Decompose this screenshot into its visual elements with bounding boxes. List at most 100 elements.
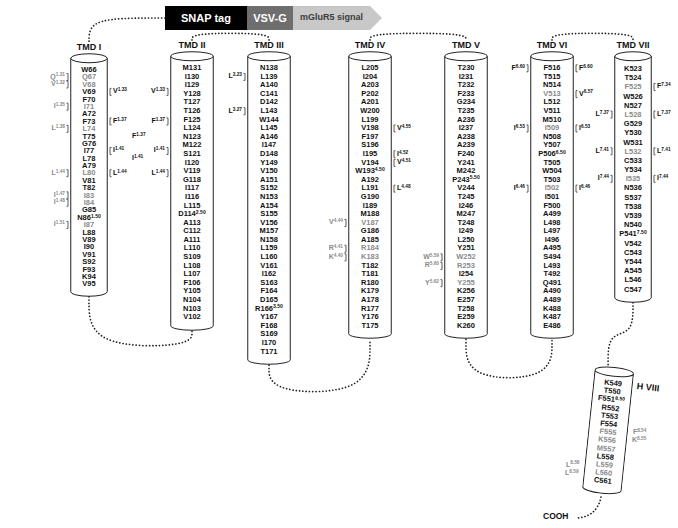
residue: N514	[530, 81, 574, 90]
text-run: Y149	[260, 158, 278, 167]
residue: L88	[70, 229, 108, 236]
text-run: P202	[361, 89, 379, 98]
text-run: F233	[457, 89, 474, 98]
text-base: L	[51, 124, 55, 131]
helix-title: TMD I	[70, 42, 108, 53]
residue: G234	[444, 98, 488, 107]
text-base: L	[397, 184, 401, 191]
text-run: D148	[260, 149, 278, 158]
residue: V161	[247, 262, 291, 271]
text-base: F	[511, 64, 515, 71]
text-run: V513	[543, 89, 561, 98]
bracket	[611, 111, 613, 118]
residue: F73	[70, 118, 108, 125]
residue: V119	[170, 167, 214, 176]
residue: W144	[247, 116, 291, 125]
text-run: I535	[626, 174, 641, 183]
residue: A238	[444, 133, 488, 142]
text-run: Y128	[183, 89, 201, 98]
bracket	[345, 219, 347, 226]
residue: F168	[247, 322, 291, 331]
residue: P202	[348, 90, 392, 99]
residue: W200	[348, 107, 392, 116]
terminus-label: COOH	[543, 511, 569, 521]
text-base: V	[51, 80, 56, 87]
residue: V102	[170, 313, 214, 322]
tag-label: VSV-G	[253, 12, 287, 24]
text-run: A203	[361, 80, 379, 89]
text-run: N540	[624, 220, 642, 229]
text-run: L107	[183, 269, 200, 278]
residue: A185	[348, 236, 392, 245]
text-run: A489	[543, 295, 561, 304]
residue: K260	[444, 322, 488, 331]
text-run: L124	[183, 123, 200, 132]
text-run: G190	[361, 192, 379, 201]
text-run: L250	[457, 235, 474, 244]
generic-number: V6.57	[579, 90, 593, 99]
residue: D142	[247, 98, 291, 107]
text-base: I	[579, 124, 581, 131]
residue: F70	[70, 96, 108, 103]
text-run: V156	[260, 218, 278, 227]
generic-number: L1.38	[51, 124, 65, 133]
residue: A545	[614, 266, 652, 275]
generic-number: I1.51	[54, 220, 65, 229]
text-base: R	[425, 261, 430, 268]
loop-connector	[608, 303, 633, 365]
superscript-number: 1.37	[136, 132, 145, 137]
residue: A140	[247, 81, 291, 90]
residue: I509	[530, 124, 574, 133]
text-run: W252	[456, 252, 476, 261]
superscript-number: 1.38	[56, 124, 65, 129]
text-run: M247	[457, 209, 476, 218]
residue: R184	[348, 244, 392, 253]
generic-number: L7.37	[657, 110, 671, 119]
text-run: S169	[260, 329, 278, 338]
text-run: T232	[457, 80, 474, 89]
generic-number: I1.35	[54, 102, 65, 111]
superscript-number: 1.44	[156, 169, 165, 174]
generic-number: L7.37	[595, 110, 609, 119]
text-run: F240	[457, 149, 474, 158]
text-base: I	[54, 102, 56, 109]
superscript-number: 3.27	[233, 107, 242, 112]
superscript-number: 1.41	[134, 154, 143, 159]
text-run: K523	[624, 64, 642, 73]
residue: T230	[444, 64, 488, 73]
text-base: I	[113, 146, 115, 153]
cylinder-fill	[171, 52, 214, 330]
residue: F197	[348, 133, 392, 142]
text-run: TMD VI	[537, 40, 568, 50]
bracket	[441, 280, 443, 287]
bracket	[394, 151, 396, 158]
residue: Y167	[247, 313, 291, 322]
text-base: L	[151, 169, 155, 176]
text-run: C533	[624, 156, 642, 165]
helix-title: TMD II	[170, 40, 214, 51]
generic-number: I4.52	[397, 150, 408, 159]
residue: I162	[247, 270, 291, 279]
text-base: F	[579, 64, 583, 71]
residue: M157	[247, 227, 291, 236]
residue: F516	[530, 64, 574, 73]
text-run: W504	[542, 166, 562, 175]
text-run: C543	[624, 248, 642, 257]
bracket	[654, 175, 656, 182]
residue: I84	[70, 199, 108, 206]
bracket	[654, 83, 656, 90]
residue: I237	[444, 124, 488, 133]
residue: V539	[614, 211, 652, 220]
superscript-number: 1.37	[117, 117, 126, 122]
residue: G186	[348, 227, 392, 236]
generic-number: F7.34	[657, 82, 671, 91]
text-run: A113	[183, 218, 201, 227]
text-run: L497	[543, 226, 560, 235]
residue: K487	[530, 313, 574, 322]
residue: V198	[348, 124, 392, 133]
bracket	[67, 221, 69, 228]
residue: V69	[70, 88, 108, 95]
text-run: L493	[543, 261, 560, 270]
cylinder-fill	[615, 52, 652, 303]
text-run: Y241	[457, 158, 475, 167]
